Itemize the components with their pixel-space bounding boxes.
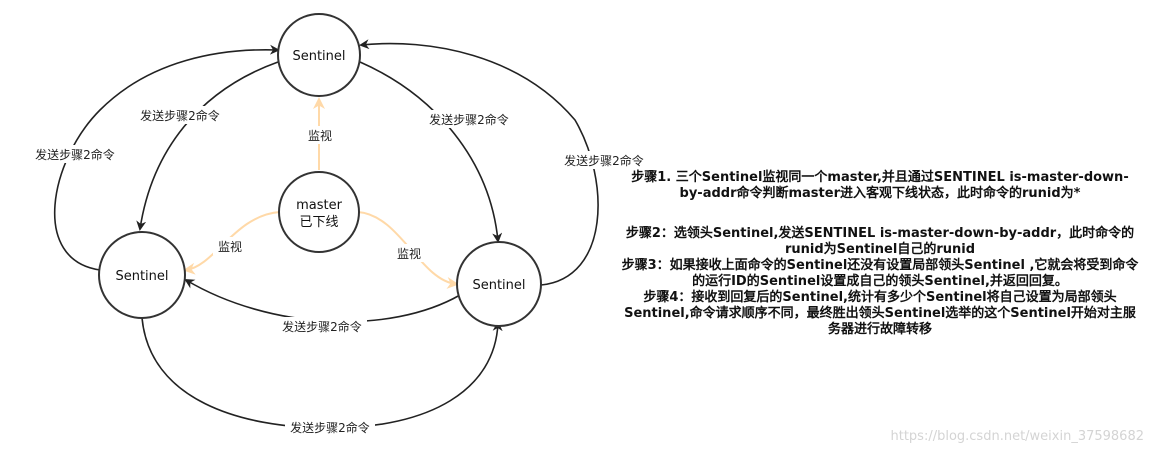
step-3-text: 步骤3：如果接收上面命令的Sentinel还没有设置局部领头Sentinel ,… <box>621 258 1139 289</box>
send-middle-label: 发送步骤2命令 <box>282 319 362 334</box>
master-status-label: 已下线 <box>299 215 338 230</box>
send-edge-left-outer <box>53 44 280 271</box>
sentinel-node-left: Sentinel <box>98 231 186 319</box>
watermark: https://blog.csdn.net/weixin_37598682 <box>890 429 1144 444</box>
send-edge-left-inner <box>136 61 279 231</box>
send-bottom-label: 发送步骤2命令 <box>290 420 370 435</box>
send-edge-right-outer <box>359 39 599 286</box>
send-left-outer-label: 发送步骤2命令 <box>35 147 115 162</box>
steps-description: 步骤1. 三个Sentinel监视同一个master,并且通过SENTINEL … <box>620 170 1140 338</box>
monitor-top-label: 监视 <box>308 128 332 143</box>
sentinel-node-right: Sentinel <box>456 241 542 327</box>
send-edge-middle <box>184 278 461 323</box>
step-2-text: 步骤2：选领头Sentinel,发送SENTINEL is-master-dow… <box>625 226 1135 257</box>
monitor-right-label: 监视 <box>397 246 421 261</box>
master-label: master <box>296 198 342 213</box>
sentinel-node-top: Sentinel <box>277 13 361 97</box>
monitor-left-label: 监视 <box>218 239 242 254</box>
send-edge-right-inner <box>359 61 503 243</box>
step-4-text: 步骤4：接收到回复后的Sentinel,统计有多少个Sentinel将自己设置为… <box>624 290 1136 337</box>
step-1-text: 步骤1. 三个Sentinel监视同一个master,并且通过SENTINEL … <box>631 170 1129 201</box>
master-node: master 已下线 <box>278 171 360 253</box>
send-right-inner-label: 发送步骤2命令 <box>429 112 509 127</box>
sentinel-top-label: Sentinel <box>292 49 345 64</box>
send-left-inner-label: 发送步骤2命令 <box>140 108 220 123</box>
send-right-outer-label: 发送步骤2命令 <box>564 153 644 168</box>
sentinel-left-label: Sentinel <box>115 269 168 284</box>
sentinel-right-label: Sentinel <box>472 278 525 293</box>
